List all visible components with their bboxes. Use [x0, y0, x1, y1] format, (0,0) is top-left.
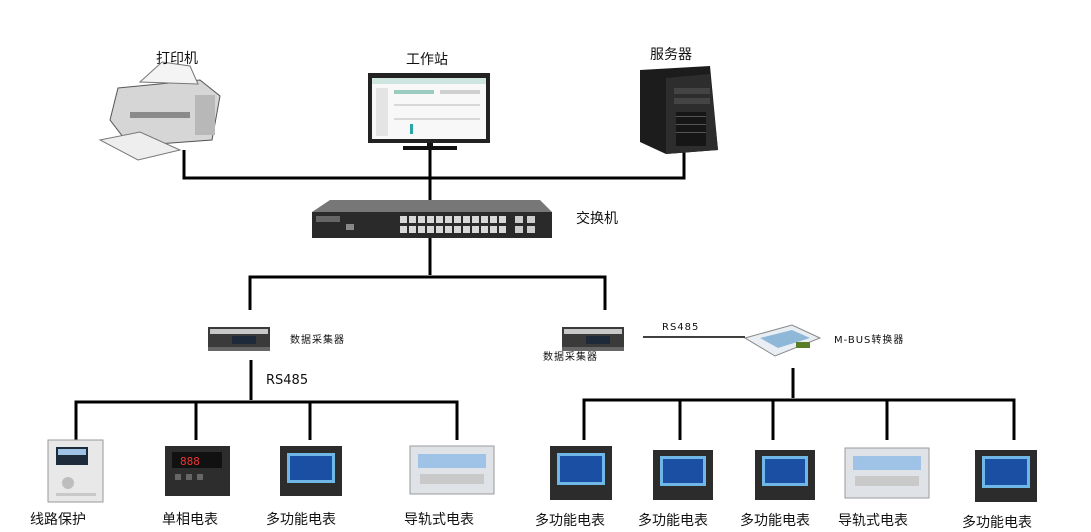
device-label-multifunction-meter: 多功能电表: [638, 513, 708, 529]
workstation-label: 工作站: [406, 52, 448, 68]
device-label-multifunction-meter: 多功能电表: [266, 512, 336, 528]
server-label: 服务器: [650, 47, 692, 63]
collector-bus-line: [248, 275, 607, 310]
left-device-bus: [74, 400, 459, 440]
switch-port: [499, 216, 506, 223]
collector-left-icon: [208, 327, 270, 351]
switch-port: [436, 226, 443, 233]
connection-lines: [74, 150, 1016, 440]
device-label-multifunction-meter: 多功能电表: [535, 513, 605, 529]
switch-port: [472, 216, 479, 223]
switch-port: [409, 216, 416, 223]
multifunction-meter-icon: [755, 450, 815, 500]
top-bus-line: [182, 150, 686, 180]
single-phase-meter-icon: 888: [165, 446, 230, 496]
line-protection-device-icon: [47, 439, 104, 503]
printer-label: 打印机: [156, 51, 198, 67]
switch-port: [400, 226, 407, 233]
device-label-multifunction-meter: 多功能电表: [740, 513, 810, 529]
multifunction-meter-icon: [280, 446, 342, 496]
multifunction-meter-icon: [550, 446, 612, 500]
switch-port: [418, 216, 425, 223]
switch-port: [499, 226, 506, 233]
device-label-din-rail-meter: 导轨式电表: [838, 513, 908, 529]
mbus-converter-icon: [743, 324, 822, 357]
multifunction-meter-icon: [653, 450, 713, 500]
network-switch-icon: [312, 200, 552, 238]
switch-port: [463, 226, 470, 233]
switch-port: [454, 216, 461, 223]
collector-right-icon: [562, 327, 624, 351]
switch-port: [427, 226, 434, 233]
server-tower-icon: [640, 66, 718, 154]
rs485-right-label: RS485: [662, 322, 700, 333]
device-label-multifunction-meter: 多功能电表: [962, 515, 1032, 531]
rs485-left-label: RS485: [266, 373, 309, 388]
switch-port: [490, 216, 497, 223]
switch-port: [454, 226, 461, 233]
switch-port: [427, 216, 434, 223]
switch-port: [436, 216, 443, 223]
switch-port: [409, 226, 416, 233]
switch-port: [400, 216, 407, 223]
right-device-bus: [582, 398, 1016, 440]
collector-left-label: 数据采集器: [290, 335, 345, 346]
device-label-single-phase-meter: 单相电表: [162, 512, 218, 528]
svg-text:888: 888: [180, 455, 200, 468]
switch-port: [481, 226, 488, 233]
switch-port: [463, 216, 470, 223]
din-rail-meter-icon: [409, 445, 495, 495]
mbus-converter-label: M-BUS转换器: [834, 335, 905, 346]
switch-port: [418, 226, 425, 233]
collector-right-label: 数据采集器: [543, 352, 598, 363]
printer-icon: [98, 61, 221, 161]
switch-port: [445, 216, 452, 223]
switch-port: [481, 216, 488, 223]
multifunction-meter-icon: [975, 450, 1037, 502]
switch-port: [472, 226, 479, 233]
switch-port: [445, 226, 452, 233]
din-rail-meter-icon: [844, 447, 930, 499]
device-label-din-rail-meter: 导轨式电表: [404, 512, 474, 528]
switch-label: 交换机: [576, 211, 618, 227]
workstation-monitor-icon: [368, 73, 490, 150]
switch-port: [490, 226, 497, 233]
device-label-line-protection: 线路保护: [30, 512, 86, 528]
